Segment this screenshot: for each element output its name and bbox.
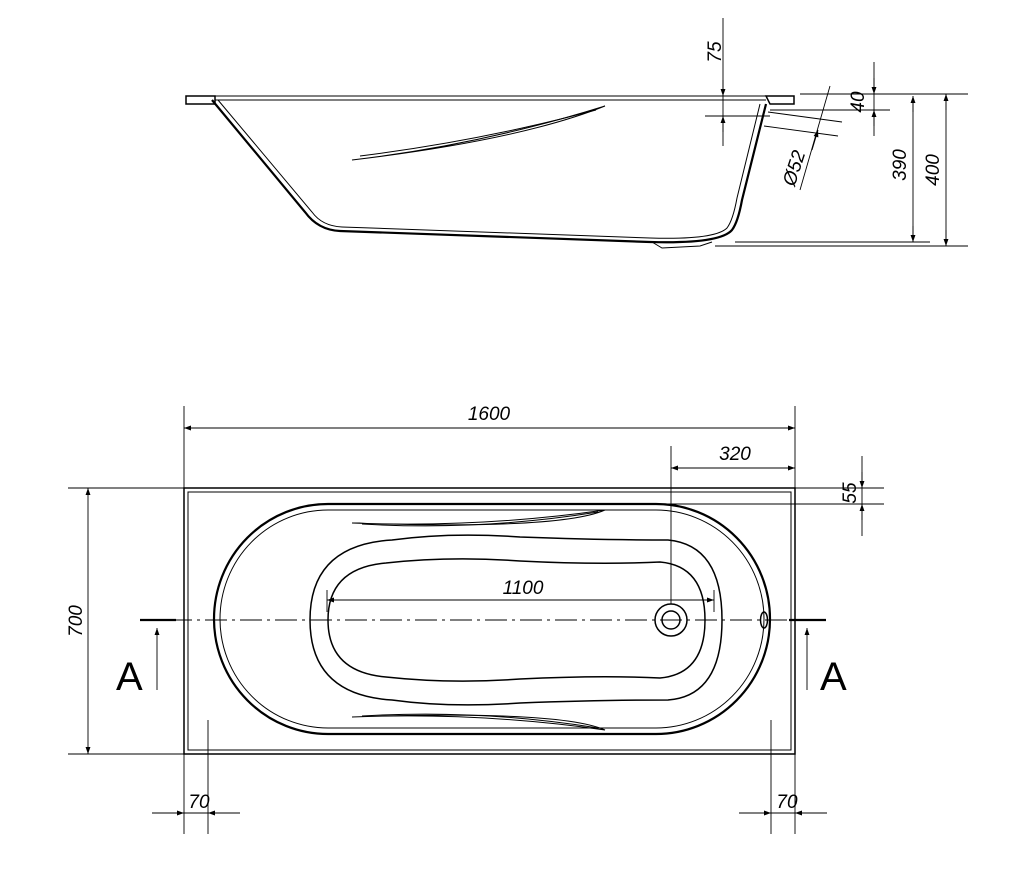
dim-diameter-line [799, 85, 831, 191]
dim-320-label: 320 [719, 444, 751, 465]
section-label-right: A [820, 655, 847, 699]
dim-70-left-label: 70 [188, 792, 210, 813]
dim-75-label: 75 [705, 41, 726, 63]
dim-diameter-ext-a [767, 111, 843, 123]
dim-1600-label: 1600 [468, 404, 511, 425]
tub-base-foot [651, 241, 713, 249]
dim-diameter-arrow [811, 129, 819, 151]
dim-400-label: 400 [923, 154, 944, 186]
dim-700-label: 700 [66, 605, 87, 637]
section-marker-left: A [116, 618, 176, 699]
tub-rim-right [764, 95, 795, 105]
side-section-view: 75 40 Ø52 390 400 [185, 18, 968, 249]
dim-40-label: 40 [848, 91, 869, 113]
dim-70-right-label: 70 [776, 792, 798, 813]
tub-body-outer [211, 99, 768, 244]
tub-outer-rim-inner [187, 491, 792, 751]
plan-view: A A 1600 320 55 700 1100 [66, 404, 884, 834]
basin-floor-contour [327, 558, 706, 682]
side-armrest-contour-inner [359, 109, 597, 157]
armrest-bottom-inner [361, 713, 599, 729]
basin-outer-edge-inner [219, 509, 765, 729]
section-label-left: A [116, 655, 143, 699]
dim-55-label: 55 [840, 482, 861, 504]
armrest-top [351, 509, 606, 526]
dim-diameter-ext-b [763, 125, 839, 137]
basin-bottom-contour [309, 534, 723, 706]
dim-390-label: 390 [890, 149, 911, 181]
tub-rim-outline [185, 95, 216, 105]
side-armrest-contour [351, 105, 606, 161]
tub-body-inner [217, 99, 761, 239]
section-marker-right: A [789, 618, 847, 699]
basin-outer-edge [212, 502, 772, 736]
armrest-top-inner [361, 511, 599, 527]
dim-diameter-label: Ø52 [779, 148, 811, 190]
dim-1100-label: 1100 [503, 578, 544, 599]
